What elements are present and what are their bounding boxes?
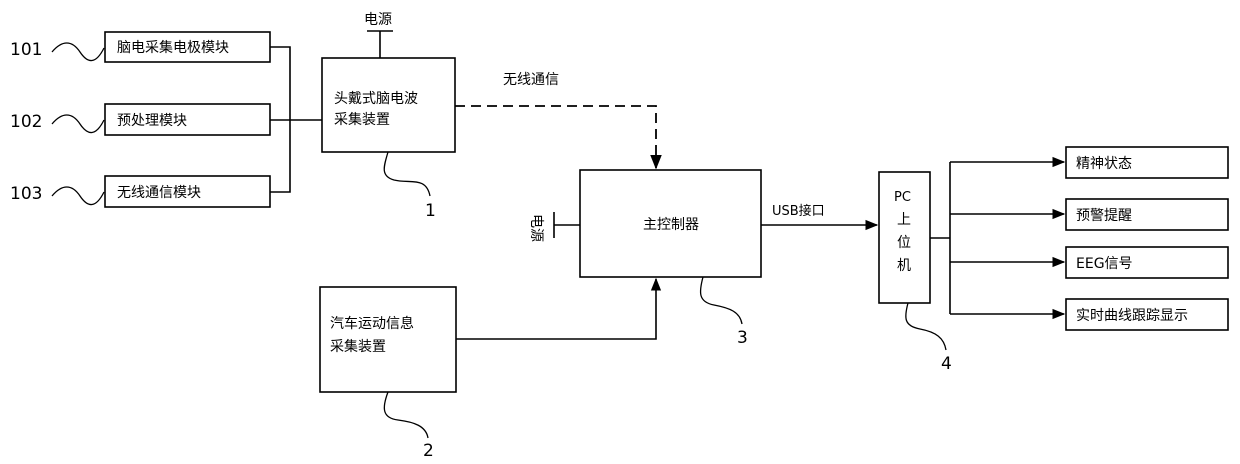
usb-label: USB接口	[772, 203, 825, 219]
output-mental-state-label: 精神状态	[1076, 156, 1132, 172]
leader-2	[384, 392, 428, 438]
ref-102: 102	[10, 112, 42, 132]
vehicle-device: 汽车运动信息 采集装置	[320, 287, 456, 392]
ref-4: 4	[941, 354, 952, 374]
output-realtime-curve: 实时曲线跟踪显示	[1066, 299, 1228, 330]
pc-host: PC 上 位 机	[879, 172, 930, 303]
leader-4	[906, 303, 946, 350]
module-preprocessing-label: 预处理模块	[117, 113, 187, 129]
output-realtime-curve-label: 实时曲线跟踪显示	[1076, 308, 1188, 324]
vehicle-label-line1: 汽车运动信息	[330, 315, 414, 332]
module-bracket	[270, 47, 322, 192]
module-wireless-label: 无线通信模块	[117, 185, 201, 201]
wireless-label: 无线通信	[503, 72, 559, 88]
module-preprocessing: 预处理模块	[105, 104, 270, 135]
headset-power-line	[367, 31, 393, 58]
module-wireless: 无线通信模块	[105, 176, 270, 207]
controller-power-label: 电源	[528, 214, 544, 242]
leader-3	[700, 277, 742, 324]
leader-1	[384, 152, 430, 196]
ref-103: 103	[10, 184, 42, 204]
output-eeg-signal: EEG信号	[1066, 247, 1228, 278]
pc-label-line2: 上	[897, 212, 911, 228]
vehicle-label-line2: 采集装置	[330, 338, 386, 355]
leader-103	[52, 187, 104, 205]
ref-3: 3	[737, 328, 748, 348]
output-mental-state: 精神状态	[1066, 147, 1228, 178]
leader-102	[52, 115, 104, 133]
leader-101	[52, 43, 104, 61]
module-eeg-electrode-label: 脑电采集电极模块	[117, 39, 229, 56]
module-eeg-electrode: 脑电采集电极模块	[105, 32, 270, 62]
pc-label-line3: 位	[897, 235, 911, 251]
headset-power-label: 电源	[364, 12, 392, 28]
wireless-link	[455, 106, 656, 168]
headset-label-line1: 头戴式脑电波	[334, 91, 418, 107]
output-bus	[930, 162, 950, 314]
main-controller: 主控制器	[580, 170, 761, 277]
headset-label-line2: 采集装置	[334, 111, 390, 128]
headset-device: 头戴式脑电波 采集装置	[322, 58, 455, 152]
output-eeg-signal-label: EEG信号	[1076, 256, 1133, 272]
output-warning: 预警提醒	[1066, 199, 1228, 230]
controller-power-line	[554, 212, 580, 238]
pc-label-line4: 机	[897, 258, 911, 274]
main-controller-label: 主控制器	[643, 217, 699, 233]
ref-2: 2	[423, 441, 434, 461]
ref-1: 1	[425, 201, 436, 221]
output-warning-label: 预警提醒	[1076, 208, 1132, 224]
vehicle-link	[456, 279, 656, 339]
ref-101: 101	[10, 40, 42, 60]
pc-label-line1: PC	[894, 190, 911, 205]
